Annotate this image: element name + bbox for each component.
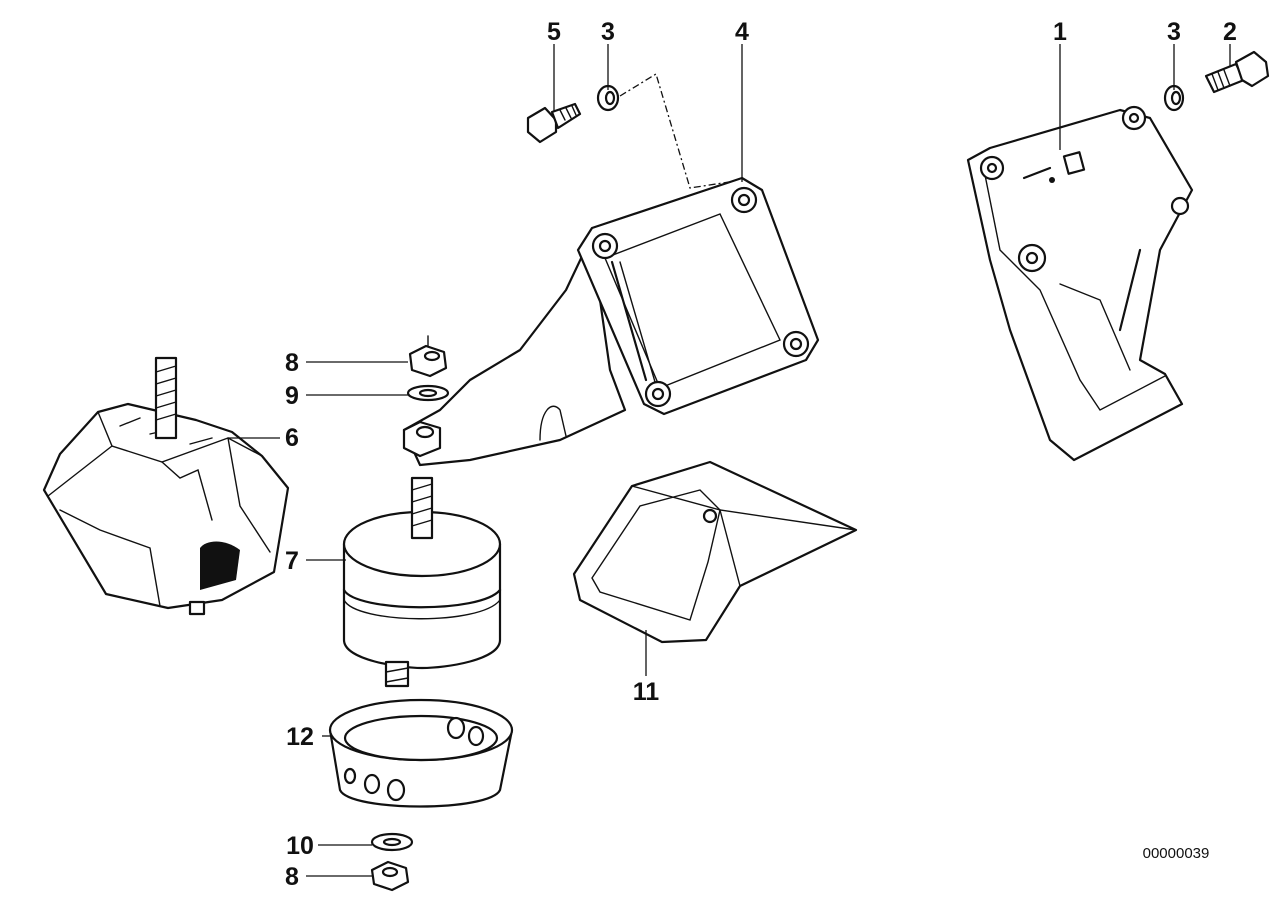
callout-8-top: 8	[285, 349, 299, 377]
ring-part-12	[328, 698, 514, 808]
callout-labels: 1 3 2 5 3 4 8 9 6 7 12 11 10 8	[285, 18, 1237, 891]
bolt-part-2	[1204, 50, 1270, 94]
nut-part-8-top	[408, 344, 448, 378]
diagram-reference-number: 00000039	[1143, 845, 1210, 862]
bracket-part-4	[402, 176, 820, 467]
callout-7: 7	[285, 547, 299, 575]
callout-12: 12	[286, 723, 314, 751]
callout-8-bottom: 8	[285, 863, 299, 891]
engine-mount-part-6	[42, 356, 290, 616]
callout-6: 6	[285, 424, 299, 452]
washer-part-10	[370, 832, 414, 852]
bolt-part-5	[526, 102, 582, 144]
nut-part-8-bottom	[370, 860, 410, 892]
callout-11: 11	[633, 678, 660, 706]
callout-9: 9	[285, 382, 299, 410]
shield-plate-part-11	[572, 460, 858, 644]
callout-2: 2	[1223, 18, 1237, 46]
callout-4: 4	[735, 18, 749, 46]
callout-10: 10	[286, 832, 314, 860]
callout-5: 5	[547, 18, 561, 46]
assembly-line-5	[619, 73, 743, 189]
washer-part-3-left	[596, 84, 620, 112]
leader-lines	[228, 44, 1231, 877]
rubber-mount-part-7	[342, 476, 502, 688]
washer-part-9	[406, 384, 450, 402]
callout-1: 1	[1053, 18, 1067, 46]
bracket-part-1	[966, 105, 1194, 462]
callout-3-right: 3	[1167, 18, 1181, 46]
callout-3-left: 3	[601, 18, 615, 46]
washer-part-3-right	[1163, 84, 1185, 112]
